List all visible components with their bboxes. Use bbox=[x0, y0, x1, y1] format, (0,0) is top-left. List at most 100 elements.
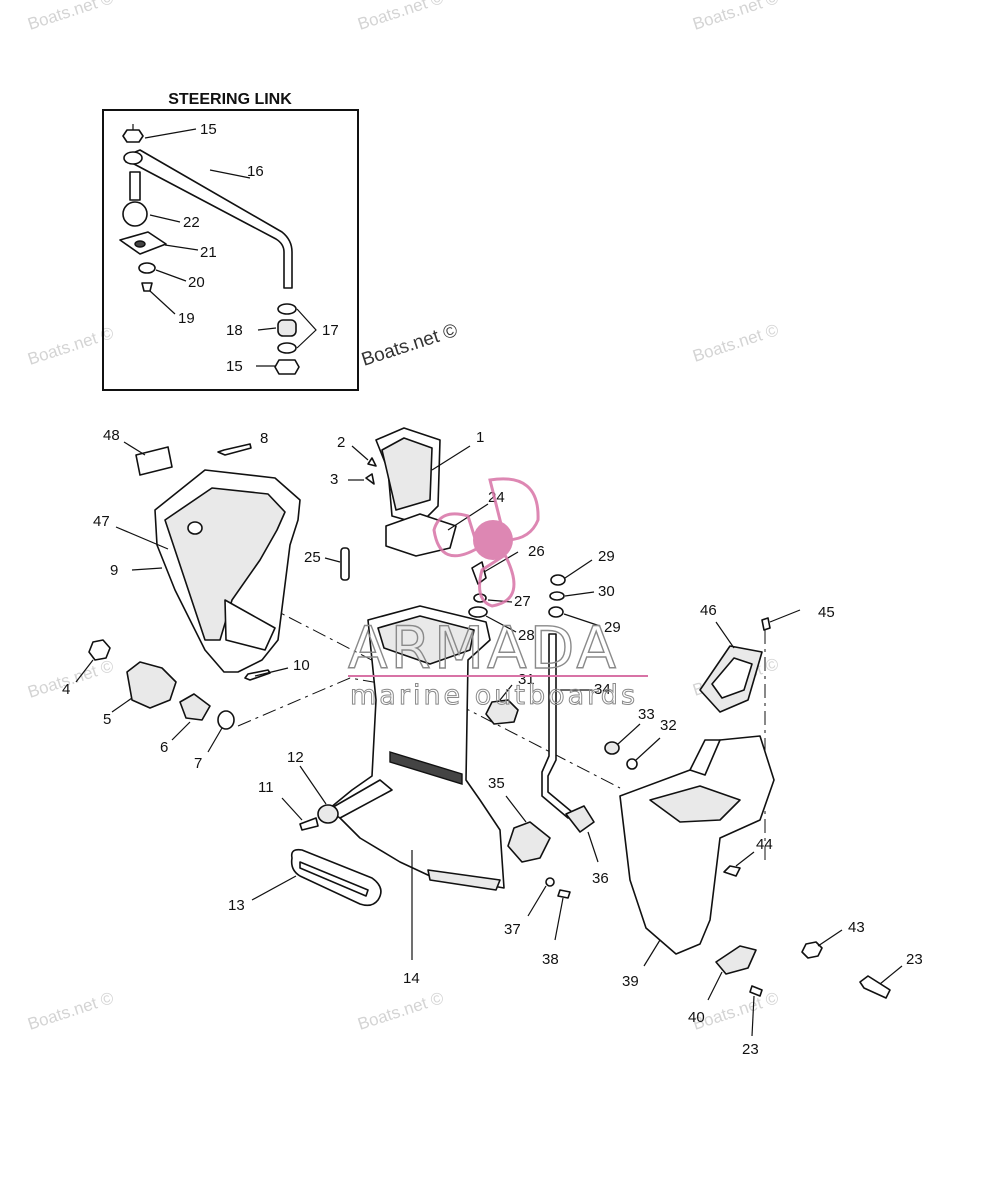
bracket-39: 39 bbox=[619, 735, 775, 990]
callout-48: 48 bbox=[103, 427, 120, 444]
nut-15-top bbox=[122, 129, 144, 143]
grommet-12 bbox=[317, 804, 339, 824]
watermark-text: Boats.net © bbox=[355, 988, 446, 1034]
callout-29: 29 bbox=[604, 619, 621, 636]
callout-27: 27 bbox=[514, 593, 531, 610]
bushing-17-top bbox=[277, 303, 297, 315]
watermark-text: Boats.net © bbox=[25, 988, 116, 1034]
callout-22: 22 bbox=[183, 214, 200, 231]
plate-40: 40 23 bbox=[688, 945, 763, 1058]
watermark-text: Boats.net © bbox=[25, 656, 116, 702]
callout-46: 46 bbox=[700, 602, 717, 619]
bushing-29-bottom bbox=[548, 606, 564, 618]
dowel-25: 25 bbox=[304, 547, 350, 581]
screw-23-lower bbox=[749, 985, 763, 997]
shift-rod-34: 34 36 bbox=[541, 633, 611, 887]
callout-33: 33 bbox=[638, 706, 655, 723]
steering-link-inset: STEERING LINK 15 16 22 21 bbox=[102, 91, 359, 391]
steering-link-rod bbox=[125, 149, 293, 289]
screw-45 bbox=[761, 617, 771, 631]
screw-44: 44 bbox=[723, 836, 773, 877]
bolt-23: 23 bbox=[859, 951, 923, 999]
fastener-group-26-28: 26 27 28 bbox=[468, 543, 545, 644]
watermark-text: Boats.net © bbox=[690, 320, 781, 366]
grommet-28 bbox=[468, 606, 488, 618]
spring-6 bbox=[179, 693, 211, 721]
callout-23: 23 bbox=[742, 1041, 759, 1058]
callout-36: 36 bbox=[592, 870, 609, 887]
armada-brand-logo: ARMADA marine outboards bbox=[347, 477, 648, 712]
connector-36 bbox=[565, 805, 595, 833]
callout-3: 3 bbox=[330, 471, 338, 488]
callout-29: 29 bbox=[598, 548, 615, 565]
callout-39: 39 bbox=[622, 973, 639, 990]
callout-26: 26 bbox=[528, 543, 545, 560]
watermark-text: Boats.net © bbox=[690, 0, 781, 34]
callout-11: 11 bbox=[258, 779, 274, 796]
bushing-18 bbox=[277, 319, 297, 337]
nut-15-bottom bbox=[274, 359, 300, 375]
callout-28: 28 bbox=[518, 627, 535, 644]
callout-9: 9 bbox=[110, 562, 118, 579]
callout-18: 18 bbox=[226, 322, 243, 339]
pin-3 bbox=[365, 473, 375, 485]
callout-25: 25 bbox=[304, 549, 321, 566]
nut-43: 43 bbox=[801, 919, 865, 959]
callout-23: 23 bbox=[906, 951, 923, 968]
inset-title: STEERING LINK bbox=[168, 91, 292, 108]
watermark-text: Boats.net © bbox=[359, 320, 460, 371]
washer-32 bbox=[626, 758, 638, 770]
callout-32: 32 bbox=[660, 717, 677, 734]
bushing-29-top bbox=[550, 574, 566, 586]
propeller-icon bbox=[432, 477, 540, 608]
cover-46: 46 45 bbox=[699, 602, 835, 713]
brand-name: ARMADA bbox=[348, 614, 619, 682]
link-eye bbox=[123, 151, 143, 165]
callout-10: 10 bbox=[293, 657, 310, 674]
nut-4 bbox=[88, 639, 111, 661]
ball-stud-22 bbox=[122, 201, 148, 227]
callout-16: 16 bbox=[247, 163, 264, 180]
callout-13: 13 bbox=[228, 897, 245, 914]
washer-20 bbox=[138, 262, 156, 274]
callout-37: 37 bbox=[504, 921, 521, 938]
screw-19 bbox=[141, 282, 153, 292]
bushing-17-bottom bbox=[277, 342, 297, 354]
callout-34: 34 bbox=[594, 681, 611, 698]
callout-45: 45 bbox=[818, 604, 835, 621]
callout-7: 7 bbox=[194, 755, 202, 772]
shift-boot-assembly: 4 5 6 7 bbox=[62, 639, 235, 772]
upper-housing-9: 9 47 10 bbox=[93, 469, 310, 681]
boot-5 bbox=[126, 661, 177, 709]
callout-43: 43 bbox=[848, 919, 865, 936]
ball-stud-shank bbox=[129, 171, 141, 201]
callout-40: 40 bbox=[688, 1009, 705, 1026]
decal-48: 48 bbox=[103, 427, 173, 476]
callout-44: 44 bbox=[756, 836, 773, 853]
callout-5: 5 bbox=[103, 711, 111, 728]
callout-17: 17 bbox=[322, 322, 339, 339]
callout-1: 1 bbox=[476, 429, 484, 446]
callout-8: 8 bbox=[260, 430, 268, 447]
clip-7 bbox=[217, 710, 235, 730]
cap-31: 31 bbox=[485, 671, 535, 725]
seal-30 bbox=[549, 591, 565, 601]
grommet-group-32-33: 33 32 bbox=[604, 706, 677, 770]
callout-30: 30 bbox=[598, 583, 615, 600]
callout-38: 38 bbox=[542, 951, 559, 968]
plate-35: 35 37 38 bbox=[488, 775, 571, 968]
callout-12: 12 bbox=[287, 749, 304, 766]
callout-4: 4 bbox=[62, 681, 70, 698]
callout-20: 20 bbox=[188, 274, 205, 291]
screw-38 bbox=[557, 889, 571, 899]
watermark-text: Boats.net © bbox=[25, 0, 116, 34]
callout-21: 21 bbox=[200, 244, 217, 261]
callout-2: 2 bbox=[337, 434, 345, 451]
callout-47: 47 bbox=[93, 513, 110, 530]
callout-15: 15 bbox=[226, 358, 243, 375]
gasket-24 bbox=[385, 513, 457, 557]
washer-37 bbox=[545, 877, 555, 887]
inset-frame bbox=[102, 109, 359, 391]
screw-2 bbox=[367, 457, 377, 467]
